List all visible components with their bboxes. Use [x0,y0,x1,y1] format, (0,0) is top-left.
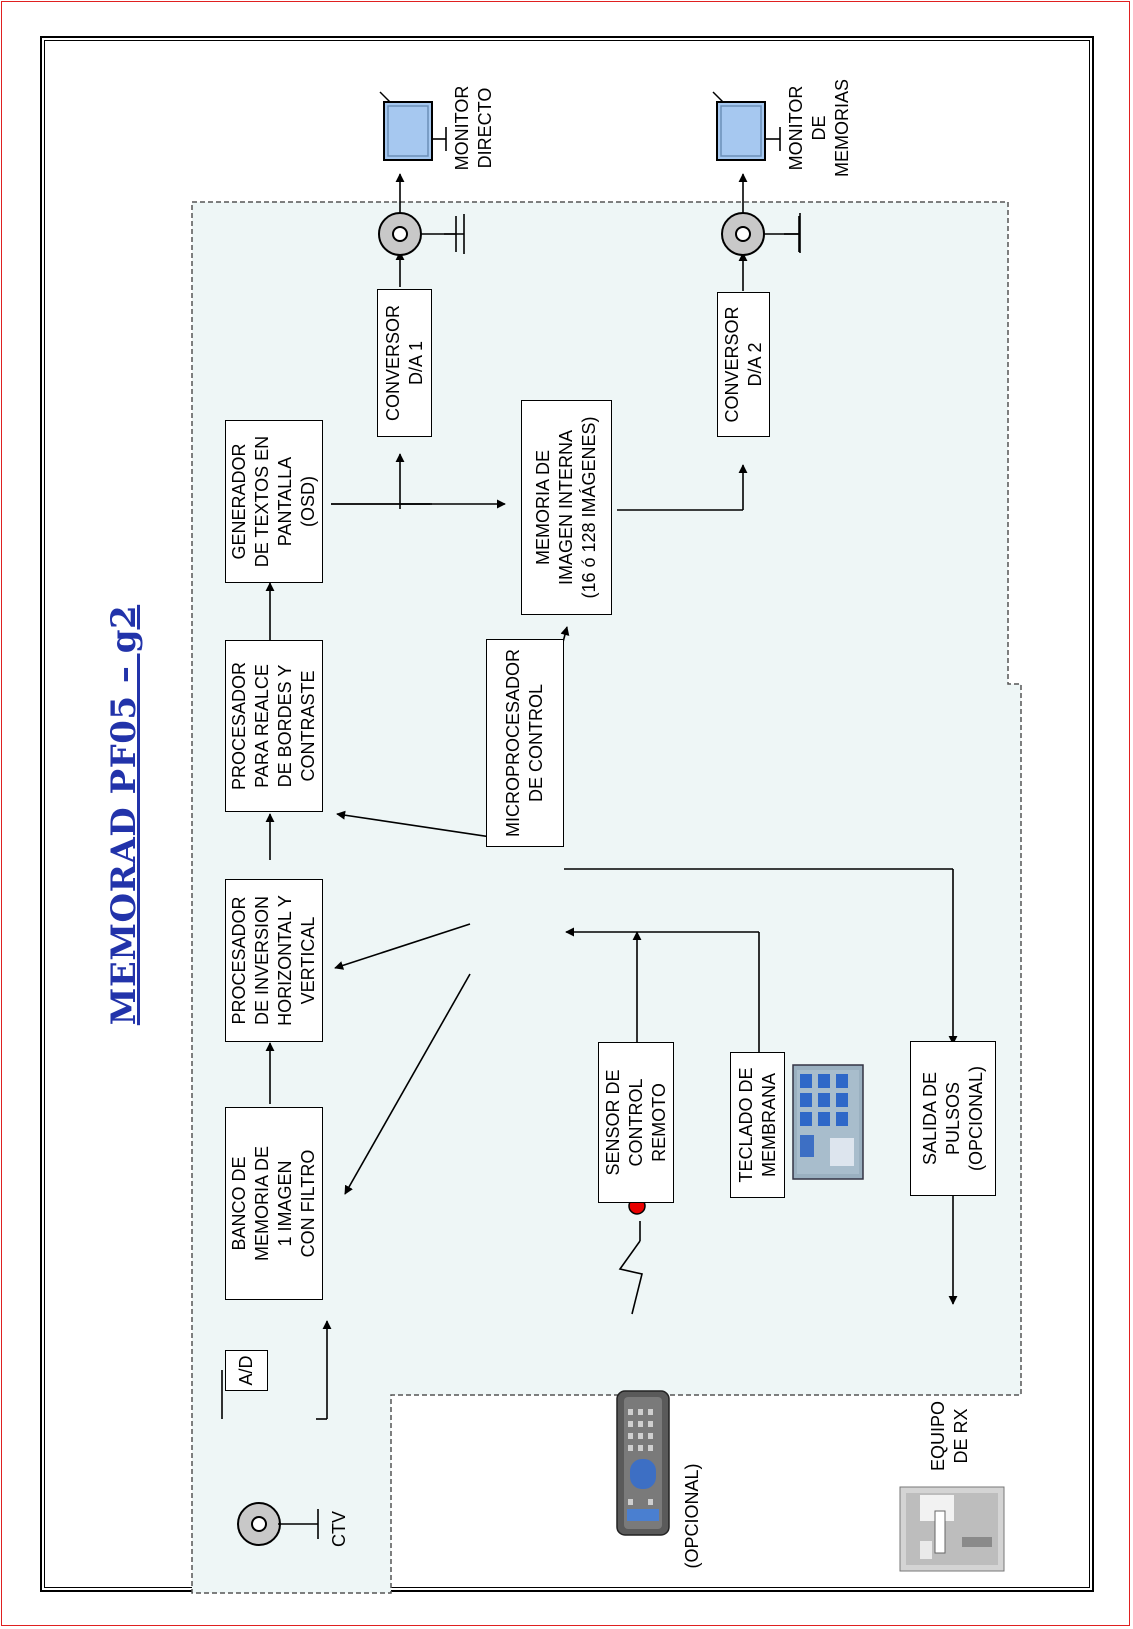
remote-control-icon [616,1390,670,1536]
block-banco-memoria: BANCO DE MEMORIA DE 1 IMAGEN CON FILTRO [225,1107,323,1300]
block-sensor-remoto: SENSOR DE CONTROL REMOTO [598,1042,674,1203]
label-monitor-memorias: MONITOR DE MEMORIAS [785,79,852,178]
diagram-title: MEMORAD PF05 – g2 [104,604,144,1026]
block-microprocesador: MICROPROCESADOR DE CONTROL [486,639,564,847]
block-generador-textos: GENERADOR DE TEXTOS EN PANTALLA (OSD) [225,420,323,583]
block-procesador-realce: PROCESADOR PARA REALCE DE BORDES Y CONTR… [225,640,323,812]
block-teclado-membrana: TECLADO DE MEMBRANA [730,1052,785,1198]
bnc-connector-icon [721,212,800,256]
bnc-connector-icon [237,1502,319,1546]
line-micro-realce [336,810,512,841]
xray-equipment-icon [899,1486,1005,1572]
label-ctv: CTV [328,1511,349,1547]
block-ad: A/D [225,1350,268,1391]
diagram-frame [40,36,1094,1592]
block-procesador-inversion: PROCESADOR DE INVERSION HORIZONTAL Y VER… [225,879,323,1042]
line-micro-inversion [334,923,471,970]
monitor-icon [712,91,781,161]
label-opcional: (OPCIONAL) [681,1463,702,1569]
block-conversor-da2: CONVERSOR D/A 2 [717,292,770,437]
block-memoria-imagen: MEMORIA DE IMAGEN INTERNA (16 ó 128 IMÁG… [521,400,612,615]
monitor-icon [379,91,447,161]
label-equipo-rx: EQUIPO DE RX [928,1401,971,1472]
block-salida-pulsos: SALIDA DE PULSOS (OPCIONAL) [910,1041,996,1196]
processing-area [191,201,1022,1594]
line-micro-banco [344,973,471,1195]
block-conversor-da1: CONVERSOR D/A 1 [377,289,432,437]
ir-signal-icon [618,1240,643,1315]
bnc-connector-icon [378,212,457,256]
label-monitor-directo: MONITOR DIRECTO [452,85,495,171]
keypad-icon [792,1064,864,1180]
diagram-frame-inner [44,40,1090,1588]
